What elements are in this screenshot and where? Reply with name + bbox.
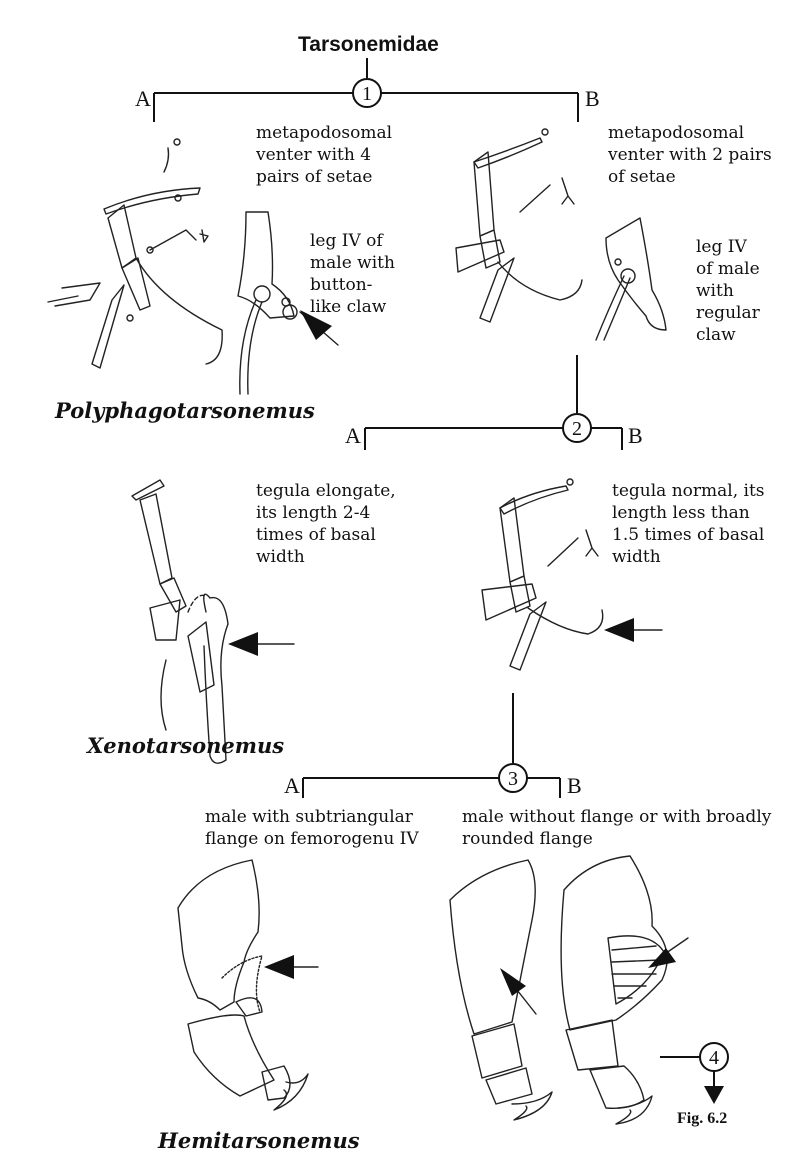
couplet1-branch-b: B (585, 86, 600, 111)
couplet3-b-right-arrow (648, 948, 676, 968)
couplet3-b-right-leg-drawing (560, 855, 689, 1125)
couplet2-b-arrow (604, 618, 634, 642)
node-1-label: 1 (362, 83, 372, 105)
couplet3-branch-b: B (567, 773, 582, 798)
xenotarsonemus-arrow (228, 632, 258, 656)
genus-xenotarsonemus: Xenotarsonemus (87, 733, 285, 758)
couplet1-b-leg-description: leg IV of male with regular claw (696, 237, 760, 345)
genus-hemitarsonemus: Hemitarsonemus (158, 1128, 360, 1153)
polyphagotarsonemus-leg-iv-drawing (237, 211, 339, 395)
node-2-label: 2 (572, 418, 582, 440)
couplet2-b-description: tegula normal, its length less than 1.5 … (612, 481, 765, 567)
couplet2-b-leg-drawing (481, 478, 663, 671)
node-4-label: 4 (709, 1047, 719, 1069)
family-title: Tarsonemidae (298, 33, 439, 56)
genus-polyphagotarsonemus: Polyphagotarsonemus (55, 398, 315, 423)
xenotarsonemus-leg-drawing (131, 479, 295, 764)
couplet1-branch-a: A (135, 86, 151, 111)
couplet1-b-leg-iv-drawing (595, 217, 667, 341)
hemitarsonemus-arrow (264, 955, 294, 979)
node-3 (498, 763, 528, 793)
couplet3-b-left-arrow (500, 968, 526, 996)
couplet3-a-description: male with subtriangular flange on femoro… (205, 807, 419, 849)
couplet1-a-description: metapodosomal venter with 4 pairs of set… (256, 123, 393, 187)
couplet3-b-left-leg-drawing (449, 859, 553, 1121)
couplet2-branch-a: A (345, 423, 361, 448)
figure-label: Fig. 6.2 (677, 1110, 728, 1127)
couplet1-b-leg-drawing (455, 128, 583, 323)
polyphagotarsonemus-arrow (300, 310, 332, 340)
couplet3-b-description: male without flange or with broadly roun… (462, 807, 772, 849)
couplet1-a-leg-description: leg IV of male with button-like claw (310, 231, 395, 317)
hemitarsonemus-leg-drawing (177, 859, 319, 1111)
couplet2-a-description: tegula elongate, its length 2-4 times of… (256, 481, 396, 567)
polyphagotarsonemus-leg-drawing (47, 138, 223, 369)
node-4-arrowhead (704, 1086, 724, 1104)
node-3-label: 3 (508, 768, 518, 790)
node-2 (562, 413, 592, 443)
couplet1-b-description: metapodosomal venter with 2 pairs of set… (608, 123, 772, 187)
couplet2-branch-b: B (628, 423, 643, 448)
couplet3-branch-a: A (284, 773, 300, 798)
node-1 (352, 78, 382, 108)
